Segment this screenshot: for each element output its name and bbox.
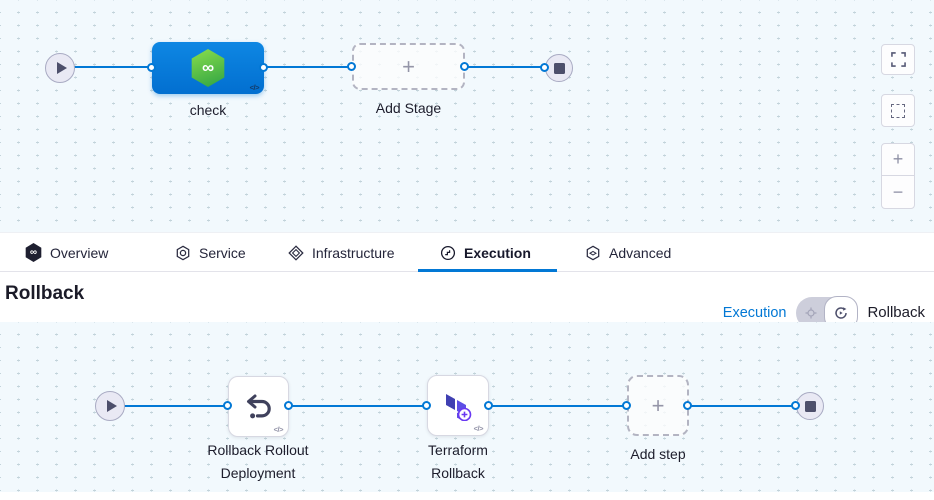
code-glyph-icon: </> [273, 425, 284, 434]
tab-label: Execution [464, 244, 531, 261]
stage-config-tab-bar: ∞ Overview Service Infrastructure Execut… [0, 232, 934, 272]
connector-port [147, 63, 156, 72]
tab-infrastructure[interactable]: Infrastructure [288, 233, 394, 272]
step-label: Rollback Rollout Deployment [168, 439, 348, 485]
pipeline-start-node[interactable] [45, 53, 75, 83]
connector-port [422, 401, 431, 410]
tab-overview[interactable]: ∞ Overview [25, 233, 108, 272]
tab-advanced[interactable]: Advanced [585, 233, 671, 272]
step-label-line: Rollback [431, 465, 485, 481]
rollback-rotate-icon [835, 306, 848, 319]
step-label-line: Terraform [428, 442, 488, 458]
pipeline-link [110, 405, 228, 407]
pipeline-link [489, 405, 627, 407]
add-stage-label: Add Stage [375, 100, 442, 116]
stop-icon [804, 400, 816, 412]
zoom-out-button[interactable]: − [882, 176, 914, 208]
harness-infinity-icon: ∞ [191, 49, 225, 87]
plus-icon: + [402, 53, 415, 79]
rollback-pipeline-canvas[interactable]: </> Rollback Rollout Deployment </> Terr… [0, 322, 934, 492]
connector-port [622, 401, 631, 410]
undo-arrow-icon [246, 394, 271, 418]
code-glyph-icon: </> [473, 424, 484, 433]
step-node-terraform-rollback[interactable]: </> [427, 375, 489, 436]
zoom-control: + − [881, 143, 915, 209]
bottom-spacer [0, 492, 934, 500]
plus-icon: + [892, 149, 904, 169]
pipeline-link [465, 66, 545, 68]
code-glyph-icon: </> [249, 83, 260, 92]
add-step-node[interactable]: + [627, 375, 689, 436]
rollback-start-node[interactable] [95, 391, 125, 421]
connector-port [284, 401, 293, 410]
tab-execution[interactable]: Execution [440, 233, 531, 272]
step-label: Terraform Rollback [398, 439, 518, 485]
rollback-mode-label: Rollback [867, 304, 925, 321]
play-icon [56, 62, 67, 74]
pipeline-link [60, 66, 152, 68]
stage-node-check[interactable]: ∞ </> [152, 42, 264, 94]
minus-icon: − [892, 181, 904, 202]
infrastructure-diamond-icon [288, 244, 304, 261]
advanced-hexagon-icon [586, 245, 600, 260]
plus-icon: + [651, 392, 665, 418]
fullscreen-button[interactable] [881, 44, 915, 75]
rollback-section-title: Rollback [5, 283, 85, 304]
stop-icon [553, 62, 565, 74]
tab-label: Service [199, 244, 246, 261]
harness-logo-icon: ∞ [25, 243, 42, 262]
terraform-icon [446, 393, 472, 421]
service-hexnut-icon [176, 245, 190, 260]
connector-port [259, 63, 268, 72]
connector-port [460, 62, 469, 71]
zoom-in-button[interactable]: + [882, 144, 914, 177]
execution-steps-icon [440, 245, 456, 260]
pipeline-link [289, 405, 427, 407]
step-label-line: Rollback Rollout [207, 442, 309, 458]
connector-port [683, 401, 692, 410]
pipeline-end-node[interactable] [545, 54, 573, 82]
add-stage-node[interactable]: + [352, 43, 465, 90]
rollback-end-node[interactable] [796, 392, 824, 420]
pipeline-canvas-top[interactable]: ∞ </> check + Add Stage + − [0, 0, 934, 232]
execution-gear-icon [805, 307, 817, 318]
add-step-label: Add step [630, 446, 686, 462]
connector-port [347, 62, 356, 71]
connector-port [223, 401, 232, 410]
marquee-select-button[interactable] [881, 94, 915, 127]
rollback-section-header: Rollback Execution Rollback [0, 272, 934, 330]
connector-port [791, 401, 800, 410]
stage-label: check [189, 102, 227, 118]
pipeline-link [689, 405, 796, 407]
execution-mode-link[interactable]: Execution [722, 304, 787, 321]
active-tab-underline [418, 269, 557, 272]
step-label-line: Deployment [220, 465, 296, 481]
tab-label: Infrastructure [312, 244, 395, 261]
step-node-rollback-rollout[interactable]: </> [228, 376, 289, 437]
play-icon [106, 400, 117, 412]
tab-service[interactable]: Service [175, 233, 246, 272]
pipeline-link [264, 66, 352, 68]
marquee-select-icon [891, 103, 905, 118]
tab-label: Overview [50, 244, 109, 261]
connector-port [484, 401, 493, 410]
fullscreen-icon [890, 52, 906, 67]
tab-label: Advanced [609, 244, 672, 261]
connector-port [540, 63, 549, 72]
